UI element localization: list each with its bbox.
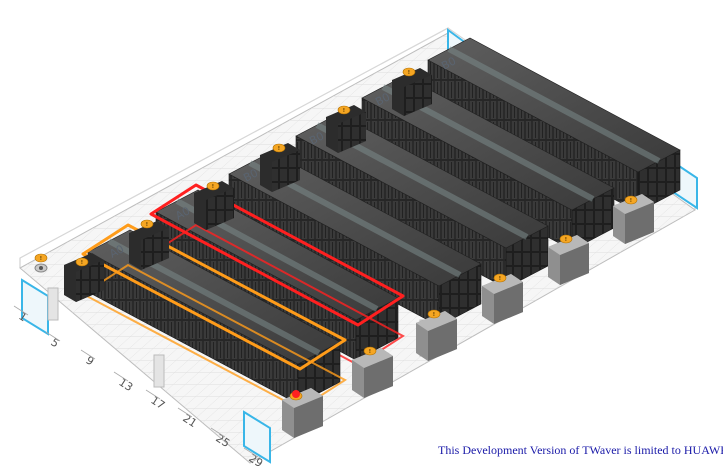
alarm-badge-text: ! bbox=[343, 108, 345, 114]
row-number-label: 17 bbox=[148, 394, 167, 413]
ups-unit[interactable] bbox=[548, 235, 589, 285]
alarm-badge-text: ! bbox=[81, 260, 83, 266]
alarm-badge-icon[interactable]: ! bbox=[624, 195, 638, 205]
door-left[interactable] bbox=[21, 278, 49, 336]
alarm-badge-icon[interactable]: ! bbox=[272, 143, 286, 153]
wall-top-edge bbox=[19, 27, 449, 259]
alarm-badge-text: ! bbox=[433, 312, 435, 318]
aisle-label: B0 bbox=[439, 54, 458, 72]
alarm-badge-icon[interactable]: ! bbox=[75, 257, 89, 267]
ups-unit[interactable] bbox=[482, 274, 523, 324]
row-number-label: 29 bbox=[246, 452, 265, 470]
alarm-badge-icon[interactable]: ! bbox=[559, 234, 573, 244]
ac-unit[interactable] bbox=[326, 105, 366, 153]
alarm-badge-icon[interactable]: ! bbox=[206, 181, 220, 191]
ac-unit[interactable] bbox=[194, 181, 234, 230]
watermark-text: This Development Version of TWaver is li… bbox=[438, 443, 723, 457]
critical-alarm-icon[interactable] bbox=[292, 390, 300, 398]
alarm-badge-text: ! bbox=[369, 349, 371, 355]
pillar bbox=[47, 287, 59, 321]
ups-unit[interactable] bbox=[613, 194, 654, 244]
ruler-tick bbox=[145, 389, 161, 400]
aisle-label: B0 bbox=[241, 166, 260, 184]
ruler-tick bbox=[177, 407, 193, 418]
ruler-tick bbox=[80, 349, 96, 360]
ruler-tick bbox=[13, 305, 29, 316]
camera-icon[interactable] bbox=[34, 263, 48, 273]
row-number-label: 13 bbox=[116, 376, 135, 395]
ac-unit[interactable] bbox=[129, 221, 169, 270]
aisle-label: A0 bbox=[173, 204, 192, 222]
alarm-badge-icon[interactable]: ! bbox=[402, 67, 416, 77]
alarm-badge-icon[interactable]: ! bbox=[140, 219, 154, 229]
alarm-badge-text: ! bbox=[630, 198, 632, 204]
aisle-label: A0 bbox=[107, 242, 126, 260]
ups-unit[interactable] bbox=[282, 388, 323, 438]
ups-unit[interactable] bbox=[352, 348, 393, 398]
row-number-label: 25 bbox=[213, 432, 232, 451]
alarm-badge-text: ! bbox=[278, 146, 280, 152]
alarm-badge-text: ! bbox=[565, 237, 567, 243]
alarm-badge-icon[interactable]: ! bbox=[337, 105, 351, 115]
ac-unit[interactable] bbox=[64, 253, 104, 302]
ac-unit[interactable] bbox=[392, 68, 432, 116]
alarm-badge-text: ! bbox=[146, 222, 148, 228]
aisle-label: B0 bbox=[373, 90, 392, 108]
alarm-badge-icon[interactable]: ! bbox=[427, 309, 441, 319]
ruler-tick bbox=[45, 331, 61, 342]
alarm-badge-text: ! bbox=[40, 256, 42, 262]
alarm-badge-icon[interactable]: ! bbox=[363, 346, 377, 356]
ups-unit[interactable] bbox=[416, 311, 457, 361]
ac-unit[interactable] bbox=[260, 143, 300, 192]
ruler-tick bbox=[243, 447, 259, 458]
alarm-badge-text: ! bbox=[408, 70, 410, 76]
ruler-tick bbox=[210, 427, 226, 438]
ruler-tick bbox=[113, 371, 129, 382]
alarm-badge-text: ! bbox=[212, 184, 214, 190]
pillar bbox=[153, 354, 165, 388]
camera-alarm-icon[interactable]: ! bbox=[34, 253, 48, 263]
row-number-label: 21 bbox=[180, 412, 199, 431]
door-front[interactable] bbox=[243, 410, 271, 464]
aisle-label: B0 bbox=[307, 129, 326, 147]
alarm-badge-icon[interactable]: ! bbox=[493, 273, 507, 283]
alarm-badge-text: ! bbox=[499, 276, 501, 282]
